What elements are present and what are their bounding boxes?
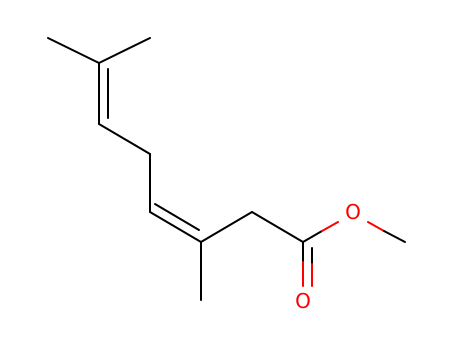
bond-chain-3 (200, 211, 253, 243)
double-bond-lower-main (149, 211, 202, 243)
bond-ester-c-o-black (302, 230, 323, 243)
bond-methyl-left (47, 37, 100, 64)
bond-chain-1 (98, 123, 151, 155)
bond-ester-c-o-red (321, 221, 339, 232)
bond-o-methyl-red (367, 221, 385, 232)
double-bond-lower-inner (154, 203, 200, 231)
bond-methyl-right (98, 37, 151, 64)
bond-chain-4 (251, 211, 304, 243)
ester-oxygen-label: O (345, 200, 361, 224)
bond-o-methyl-black (383, 230, 406, 243)
carbonyl-oxygen-label: O (295, 289, 311, 313)
